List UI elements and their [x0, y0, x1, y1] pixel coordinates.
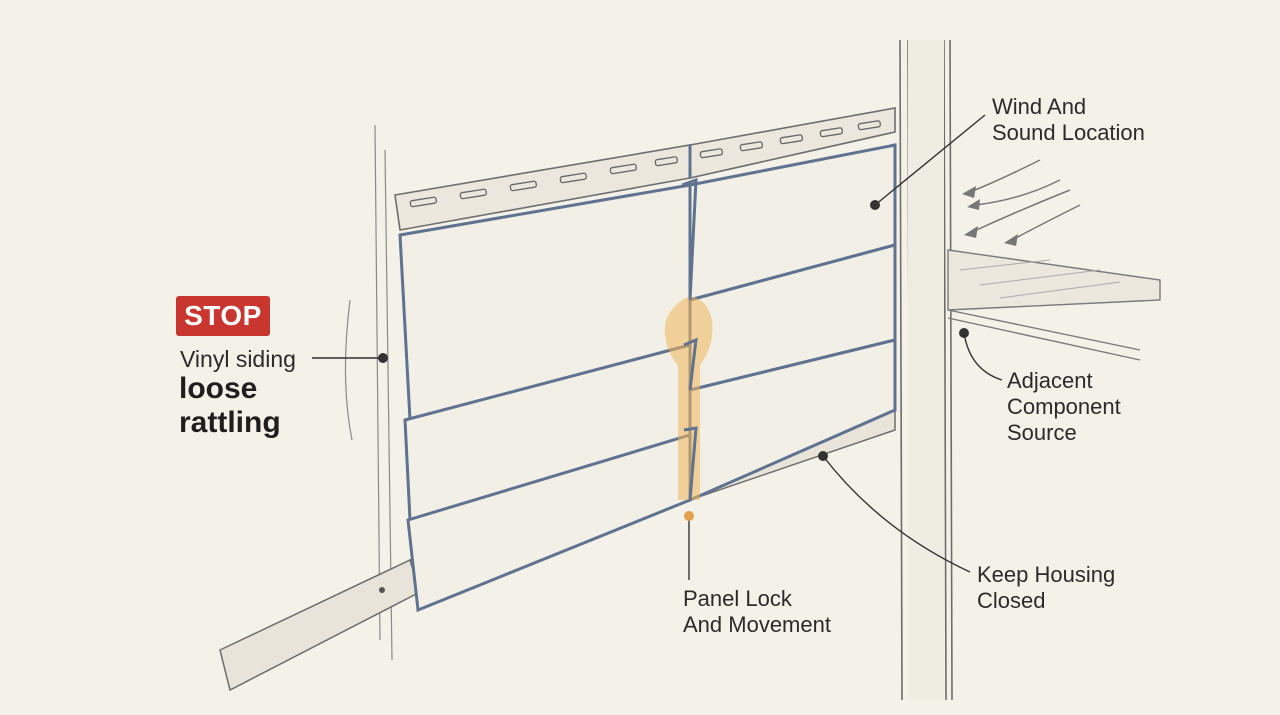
wind-arrows-icon — [969, 159, 1081, 241]
callout-adjacent-component: Adjacent Component Source — [1007, 368, 1121, 445]
post-face — [908, 40, 944, 700]
shelf-hatching — [959, 259, 1121, 299]
wind-arrowheads — [962, 186, 1018, 246]
callout-panel-lock: Panel Lock And Movement — [683, 586, 831, 637]
panel-lock-highlight — [664, 296, 713, 500]
callout-keep-housing: Keep Housing Closed — [977, 562, 1116, 613]
panel-joint-line — [681, 145, 698, 501]
issue-subject: Vinyl siding — [180, 346, 296, 372]
issue-line-1: loose — [179, 372, 258, 405]
nail-slots — [409, 120, 882, 208]
callout-wind-sound: Wind And Sound Location — [992, 94, 1145, 145]
leader-lines — [312, 114, 1003, 580]
issue-title: loose rattling — [179, 372, 281, 440]
adjacent-component — [947, 249, 1161, 361]
starter-nail — [379, 587, 385, 593]
issue-line-2: rattling — [179, 406, 281, 439]
siding-panel-right — [688, 107, 897, 503]
panel-lock-dot — [684, 511, 694, 521]
stop-badge: STOP — [176, 296, 270, 336]
siding-panel-left — [394, 144, 692, 613]
leader-dots — [378, 200, 969, 461]
